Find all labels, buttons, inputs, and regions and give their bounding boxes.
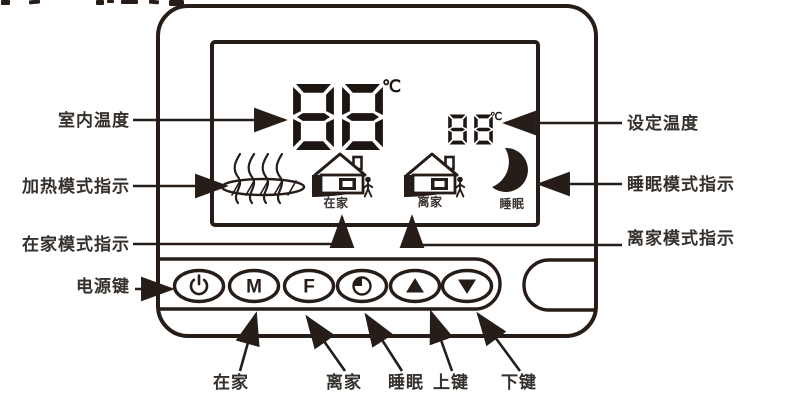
away-mode-leader	[399, 214, 622, 248]
lcd-display	[210, 40, 540, 227]
clock-icon	[352, 276, 372, 296]
room-temperature-readout: ℃	[293, 77, 401, 151]
label-btn-down: 下键	[501, 372, 537, 392]
label-btn-home: 在家	[213, 372, 249, 392]
mode-button[interactable]	[227, 268, 281, 304]
heating-mode-icon	[220, 152, 306, 205]
away-icon-caption: 离家	[417, 194, 443, 209]
btn-up-leader	[429, 309, 454, 372]
thermostat-body	[156, 4, 598, 338]
home-icon-caption: 在家	[323, 195, 349, 210]
room-temp-unit: ℃	[382, 77, 401, 96]
home-mode-leader	[133, 214, 355, 248]
function-button[interactable]	[282, 268, 336, 304]
label-away-mode: 离家模式指示	[627, 228, 735, 248]
sleep-mode-icon	[492, 147, 528, 192]
sleep-icon-caption: 睡眠	[499, 196, 524, 211]
function-button-letter: F	[303, 277, 315, 298]
clipped-heading-marks	[1, 0, 184, 6]
label-heating-mode: 加热模式指示	[21, 176, 130, 196]
btn-down-leader	[476, 311, 522, 372]
btn-home-leader	[235, 311, 260, 372]
btn-sleep-leader	[364, 312, 404, 372]
timer-button[interactable]	[335, 268, 389, 304]
power-icon	[189, 274, 209, 296]
set-temperature-readout: ℃	[448, 111, 502, 145]
triangle-up-icon	[406, 278, 424, 293]
label-btn-up: 上键	[433, 372, 469, 392]
label-btn-sleep: 睡眠	[388, 372, 424, 392]
up-button[interactable]	[388, 268, 442, 304]
triangle-down-icon	[458, 279, 476, 294]
label-set-temp: 设定温度	[627, 113, 699, 133]
set-temp-unit: ℃	[490, 111, 502, 123]
down-button[interactable]	[440, 268, 494, 304]
mode-button-letter: M	[246, 277, 262, 298]
label-power-key: 电源键	[76, 276, 130, 296]
side-cover-tab	[522, 258, 596, 312]
label-home-mode: 在家模式指示	[22, 234, 130, 254]
btn-away-leader	[305, 314, 347, 372]
label-btn-away: 离家	[326, 372, 362, 392]
label-sleep-mode: 睡眠模式指示	[627, 174, 735, 194]
button-band	[158, 257, 502, 311]
label-room-temp: 室内温度	[58, 110, 130, 130]
